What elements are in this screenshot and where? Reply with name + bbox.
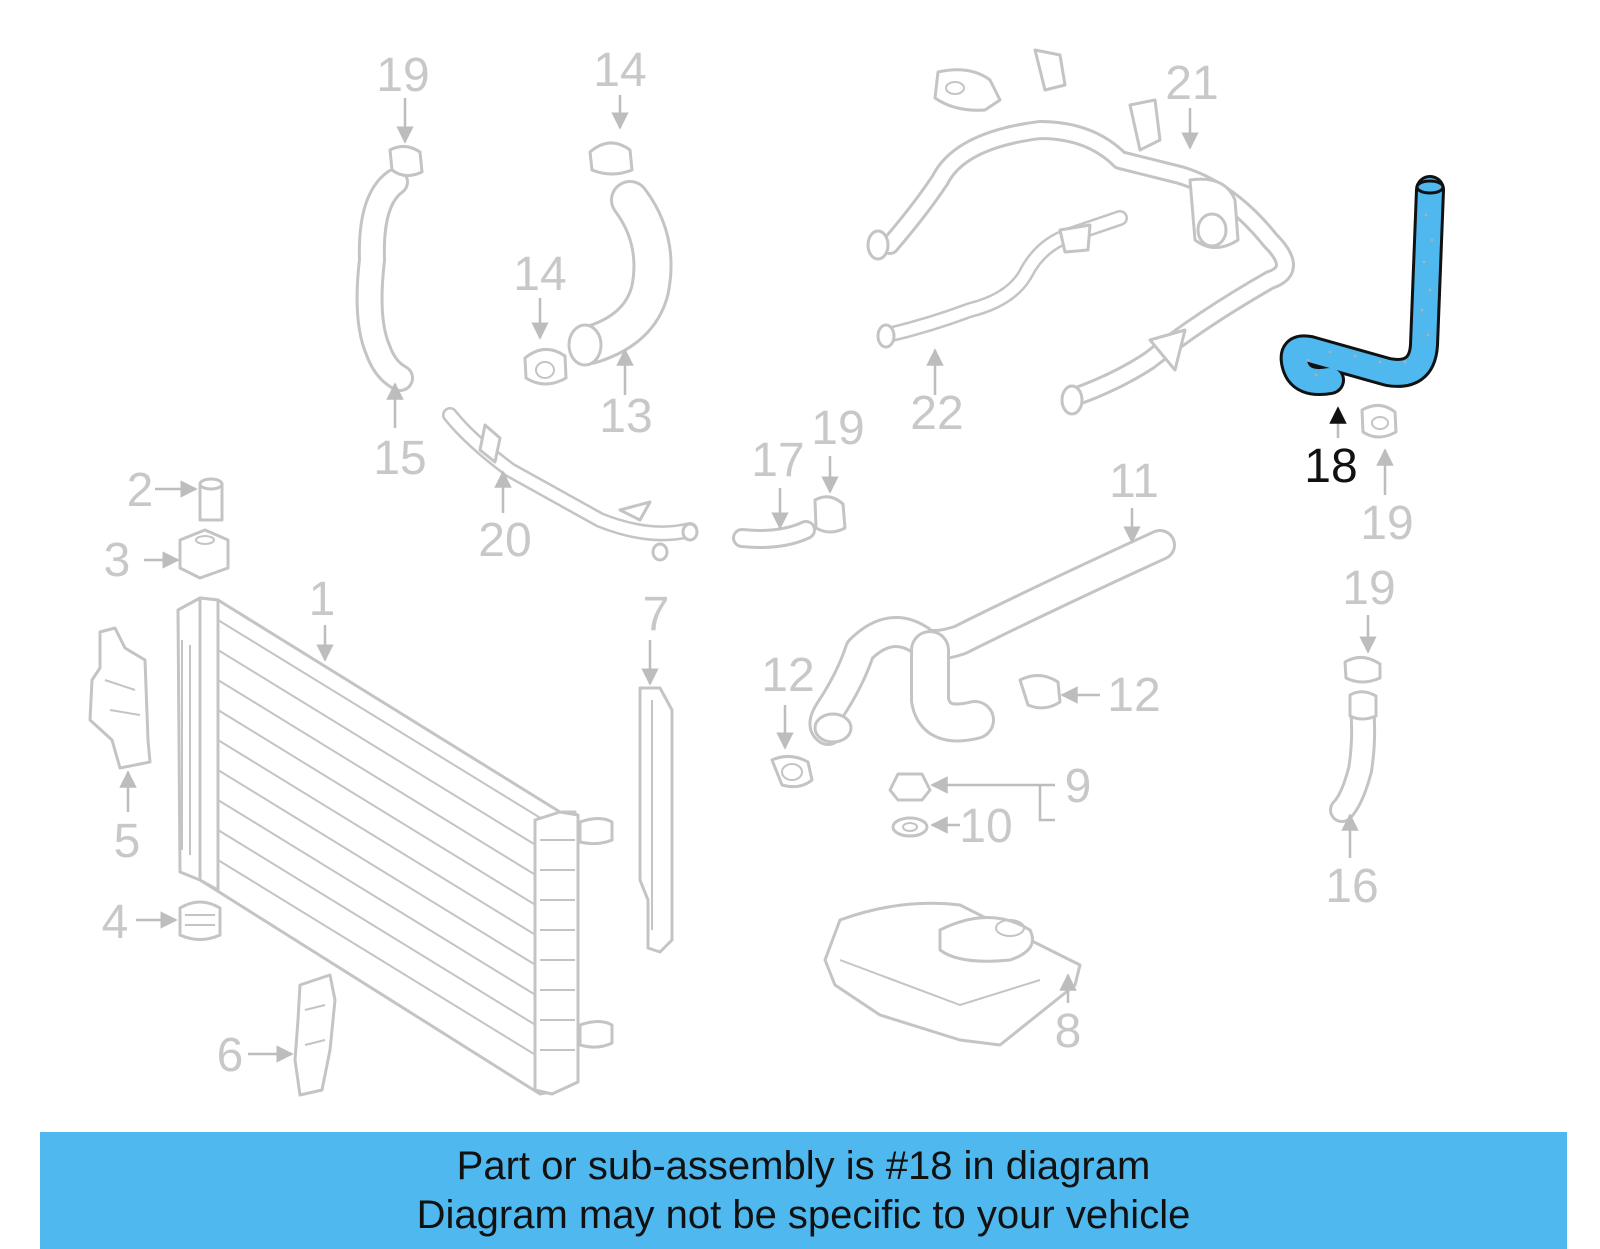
hose-part-11 [808,529,1176,746]
banner-line-part-number: Part or sub-assembly is #18 in diagram [456,1143,1151,1188]
pipe-part-21 [866,48,1295,416]
callout-15: 15 [373,432,426,485]
callout-17: 17 [751,434,804,487]
clamp-part-19d [1343,656,1382,684]
callout-19: 19 [811,402,864,455]
callout-2: 2 [127,464,154,517]
callout-1: 1 [309,573,336,626]
callout-9: 9 [1065,760,1092,813]
callout-12: 12 [761,649,814,702]
hose-part-15 [355,168,414,392]
reservoir-part-8 [823,901,1082,1047]
seal-part-10 [891,816,929,838]
bracket-part-5 [88,626,152,770]
callout-6: 6 [217,1029,244,1082]
callout-19: 19 [1360,497,1413,550]
callout-19: 19 [1342,562,1395,615]
callout-18-highlighted: 18 [1304,440,1357,493]
callout-21: 21 [1165,57,1218,110]
hose-part-13 [567,180,673,367]
callout-7: 7 [643,588,670,641]
callout-13: 13 [599,390,652,443]
cap-part-2 [198,477,224,522]
clamp-part-19a [388,145,424,177]
leader-lines [119,95,1394,1063]
clamp-part-14a [588,141,634,176]
seal-part-7 [638,686,674,954]
clamp-part-19c [1360,404,1398,439]
clamp-part-12b [1018,674,1062,710]
callout-19: 19 [376,49,429,102]
radiator-part [176,596,614,1096]
hose-part-16 [1329,690,1378,823]
pipe-part-22 [876,210,1128,349]
bracket-part-6 [293,973,337,1097]
callout-14: 14 [513,248,566,301]
callout-4: 4 [102,896,129,949]
callout-20: 20 [478,514,531,567]
callout-5: 5 [114,815,141,868]
clamp-part-19b [813,495,847,534]
clamp-part-12a [770,755,814,789]
pipe-part-20 [442,407,699,562]
callout-10: 10 [959,800,1012,853]
callout-8: 8 [1055,1005,1082,1058]
callout-14: 14 [593,44,646,97]
hose-part-17 [732,520,816,549]
mount-part-3 [178,528,230,580]
cap-part-9 [888,772,932,802]
clamp-part-14b [523,348,568,386]
callout-11: 11 [1109,455,1159,508]
callout-3: 3 [104,534,131,587]
info-banner: Part or sub-assembly is #18 in diagram D… [40,1132,1567,1249]
callout-22: 22 [910,387,963,440]
hose-part-18-highlighted[interactable] [1279,175,1445,396]
callout-labels: 19 14 14 13 15 20 17 19 21 22 11 18 19 1… [102,44,1414,1082]
banner-line-disclaimer: Diagram may not be specific to your vehi… [416,1192,1191,1237]
bushing-part-4 [178,900,222,941]
callout-12: 12 [1107,669,1160,722]
callout-16: 16 [1325,860,1378,913]
